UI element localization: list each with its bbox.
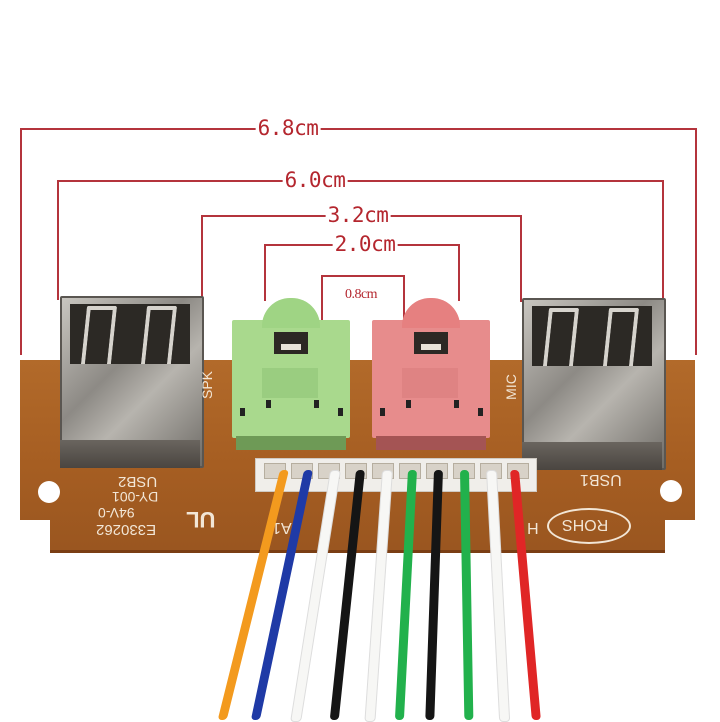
silkscreen-model: DY-001 <box>112 489 159 505</box>
pcb-notch <box>665 520 697 553</box>
rohs-badge <box>547 508 631 544</box>
silkscreen-rohs: ROHS <box>562 516 609 533</box>
dimension-label: 0.8cm <box>344 287 378 302</box>
silkscreen-header-right: H <box>527 519 539 536</box>
silkscreen-usb2: USB2 <box>118 473 158 490</box>
dimension-label: 6.8cm <box>255 116 321 140</box>
silkscreen-spk: SPK <box>199 370 216 400</box>
silkscreen-ul-code: E330262 <box>96 521 157 538</box>
silkscreen-usb1: USB1 <box>580 471 622 488</box>
dimension-label: 3.2cm <box>325 203 391 227</box>
silkscreen-rating: 94V-0 <box>98 505 135 521</box>
ul-mark-icon: UL <box>186 507 216 532</box>
audio-jack-speaker[interactable] <box>232 298 350 450</box>
pcb-notch <box>20 520 50 553</box>
mounting-hole <box>660 480 682 502</box>
usb-port-usb2[interactable] <box>60 296 204 468</box>
usb-port-usb1[interactable] <box>522 298 666 470</box>
silkscreen-mic: MIC <box>502 374 519 400</box>
dimension-label: 2.0cm <box>332 232 398 256</box>
mounting-hole <box>38 481 60 503</box>
dimension-label: 6.0cm <box>282 168 348 192</box>
audio-jack-microphone[interactable] <box>372 298 490 450</box>
